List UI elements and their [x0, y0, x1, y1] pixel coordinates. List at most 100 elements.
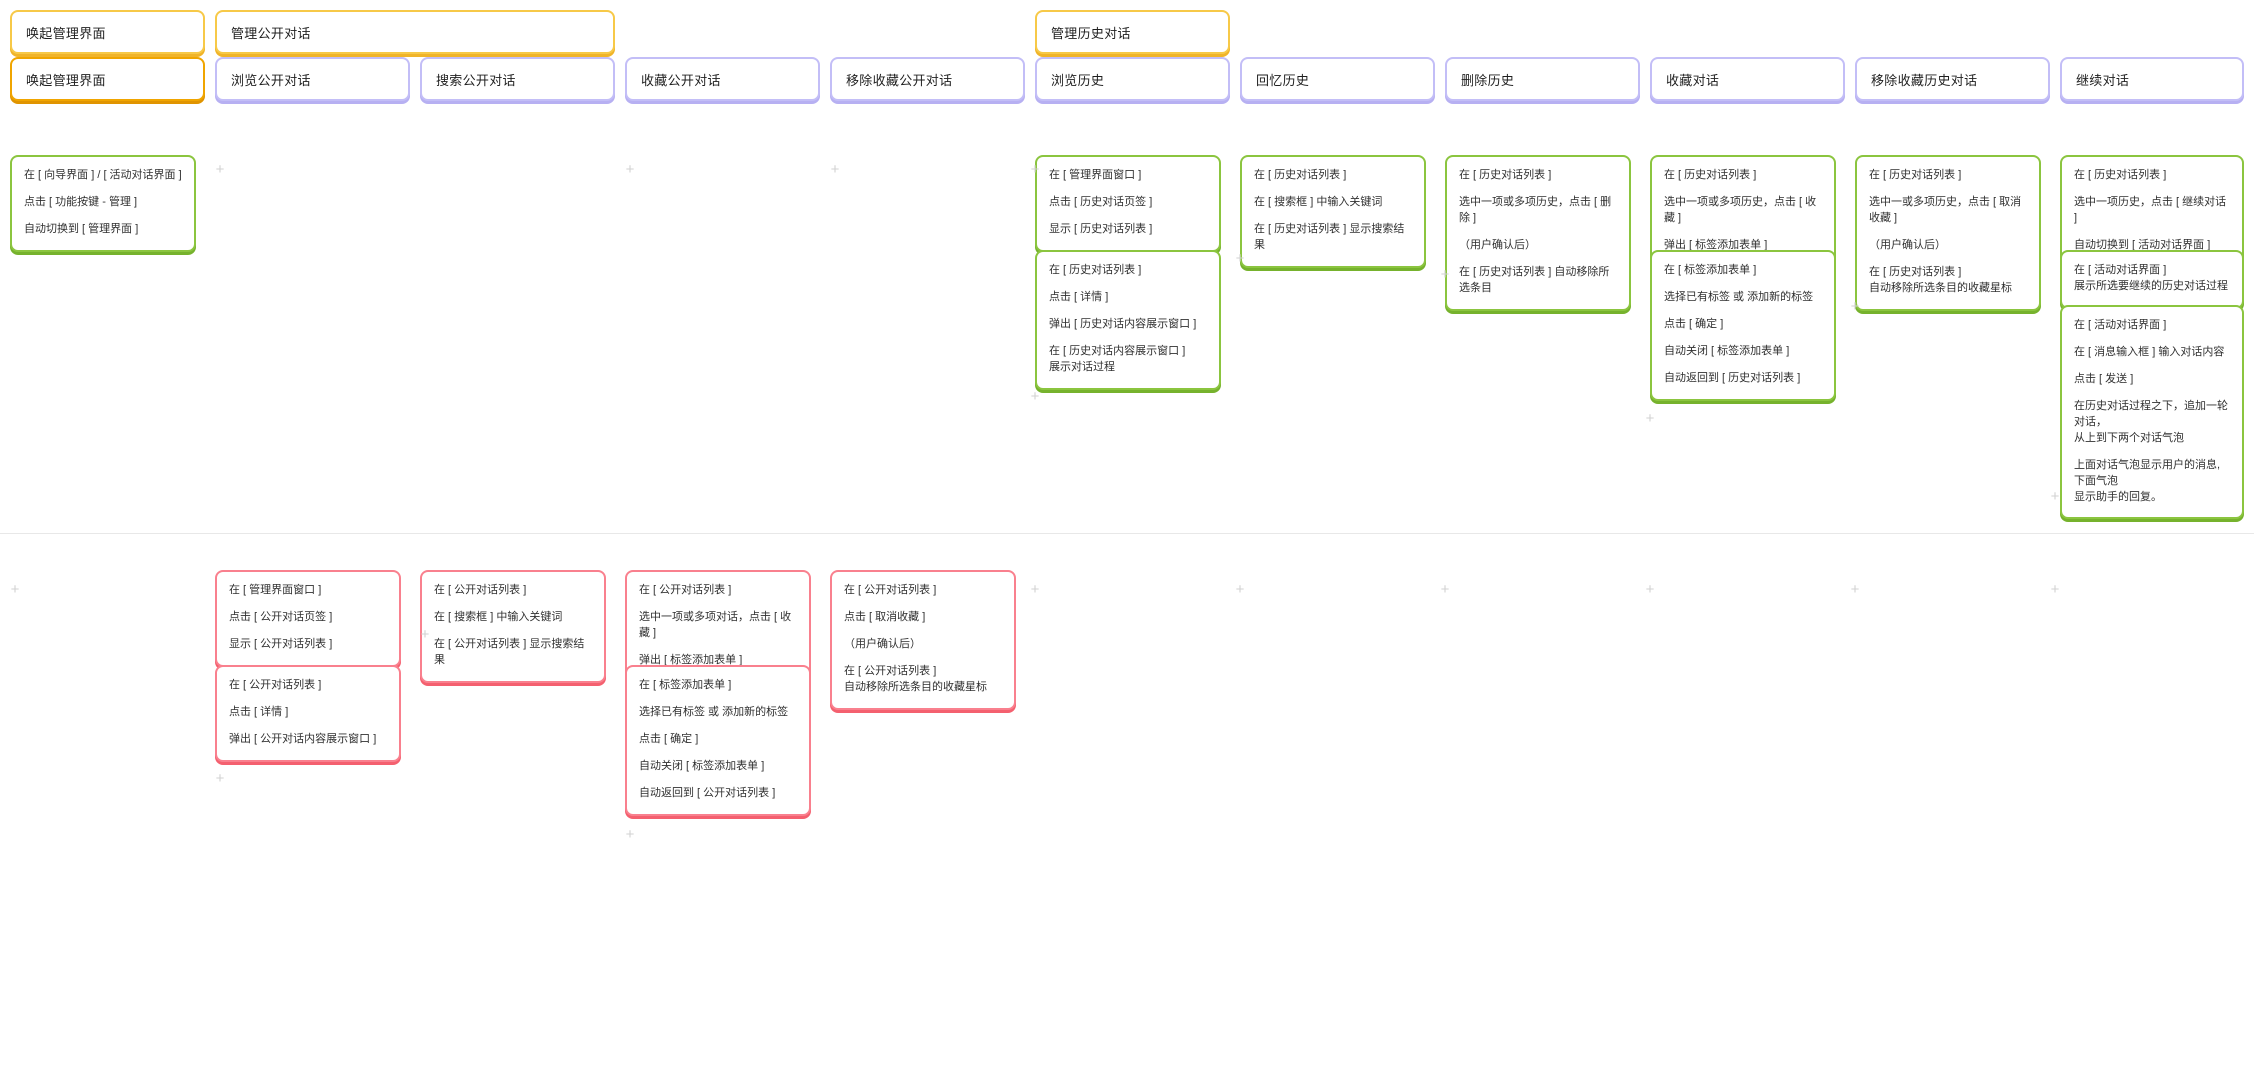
- add-card-plus-icon[interactable]: +: [420, 626, 430, 643]
- flow-card-line: 在 [ 历史对话列表 ]: [1869, 169, 1962, 181]
- step-chip[interactable]: 移除收藏历史对话: [1855, 57, 2050, 101]
- add-card-plus-icon[interactable]: +: [1850, 581, 1860, 598]
- flow-card[interactable]: 在 [ 公开对话列表 ]选中一项或多项对话，点击 [ 收藏 ]弹出 [ 标签添加…: [625, 570, 811, 683]
- flow-card-line: 在 [ 公开对话列表 ] 自动移除所选条目的收藏星标: [844, 664, 987, 693]
- flow-card-line: 在 [ 管理界面窗口 ]: [229, 584, 322, 596]
- step-chip[interactable]: 收藏公开对话: [625, 57, 820, 101]
- flow-card-line: 选中一项或多项对话，点击 [ 收藏 ]: [639, 610, 792, 639]
- step-chip[interactable]: 回忆历史: [1240, 57, 1435, 101]
- add-card-plus-icon[interactable]: +: [1030, 388, 1040, 405]
- flow-card-line: 选中一项或多项历史，点击 [ 删除 ]: [1459, 195, 1612, 224]
- step-chip[interactable]: 移除收藏公开对话: [830, 57, 1025, 101]
- add-card-plus-icon[interactable]: +: [2050, 488, 2060, 505]
- flow-card-line: 在 [ 公开对话列表 ]: [844, 584, 937, 596]
- flow-card-line: 点击 [ 发送 ]: [2074, 372, 2134, 385]
- add-card-plus-icon[interactable]: +: [1030, 161, 1040, 178]
- step-chip[interactable]: 搜索公开对话: [420, 57, 615, 101]
- flow-card-line: 选中一项历史，点击 [ 继续对话 ]: [2074, 195, 2227, 224]
- flow-card-line: 选中一项或多项历史，点击 [ 收藏 ]: [1664, 195, 1817, 224]
- add-card-plus-icon[interactable]: +: [215, 161, 225, 178]
- add-card-plus-icon[interactable]: +: [625, 826, 635, 843]
- lane-chip[interactable]: 唤起管理界面: [10, 10, 205, 54]
- flow-card-line: 在 [ 历史对话列表 ]: [1254, 169, 1347, 181]
- step-chip[interactable]: 收藏对话: [1650, 57, 1845, 101]
- flow-card-line: 上面对话气泡显示用户的消息,下面气泡 显示助手的回复。: [2074, 458, 2221, 503]
- flow-card-line: 选中一或多项历史，点击 [ 取消收藏 ]: [1869, 195, 2022, 224]
- add-card-plus-icon[interactable]: +: [1645, 581, 1655, 598]
- flow-card-line: 在 [ 历史对话列表 ] 自动移除所选条目的收藏星标: [1869, 265, 2012, 294]
- flow-card-line: 弹出 [ 公开对话内容展示窗口 ]: [229, 732, 377, 745]
- flow-card[interactable]: 在 [ 活动对话界面 ]在 [ 消息输入框 ] 输入对话内容点击 [ 发送 ]在…: [2060, 305, 2244, 520]
- flow-card-line: 在 [ 公开对话列表 ] 显示搜索结果: [434, 637, 585, 666]
- flow-card[interactable]: 在 [ 管理界面窗口 ]点击 [ 历史对话页签 ]显示 [ 历史对话列表 ]: [1035, 155, 1221, 252]
- flow-card-line: 在 [ 活动对话界面 ]: [2074, 319, 2167, 331]
- flow-card-line: 在 [ 标签添加表单 ]: [639, 679, 732, 691]
- flow-card-line: 自动关闭 [ 标签添加表单 ]: [1664, 344, 1790, 357]
- add-card-plus-icon[interactable]: +: [1235, 250, 1245, 267]
- flow-card-line: 在 [ 历史对话列表 ] 自动移除所选条目: [1459, 265, 1610, 294]
- flow-card[interactable]: 在 [ 公开对话列表 ] 点击 [ 取消收藏 ] （用户确认后） 在 [ 公开对话列表…: [830, 570, 1016, 710]
- flow-card-line: 点击 [ 公开对话页签 ]: [229, 610, 333, 623]
- flow-card-line: 点击 [ 取消收藏 ]: [844, 610, 926, 623]
- lane-chip[interactable]: 管理公开对话: [215, 10, 615, 54]
- flow-card-line: 自动关闭 [ 标签添加表单 ]: [639, 759, 765, 772]
- flow-card[interactable]: 在 [ 历史对话列表 ] 选中一或多项历史，点击 [ 取消收藏 ] （用户确认后） 在…: [1855, 155, 2041, 311]
- add-card-plus-icon[interactable]: +: [1440, 581, 1450, 598]
- lane-chip[interactable]: 管理历史对话: [1035, 10, 1230, 54]
- step-chip[interactable]: 唤起管理界面: [10, 57, 205, 101]
- flow-card-line: 在 [ 公开对话列表 ]: [639, 584, 732, 596]
- flow-card-line: 在 [ 历史对话内容展示窗口 ] 展示对话过程: [1049, 344, 1186, 373]
- add-card-plus-icon[interactable]: +: [10, 581, 20, 598]
- flow-card-line: 点击 [ 确定 ]: [639, 732, 699, 745]
- flow-card-line: 点击 [ 功能按键 - 管理 ]: [24, 195, 138, 208]
- add-card-plus-icon[interactable]: +: [1850, 298, 1860, 315]
- flow-card-line: 在历史对话过程之下，追加一轮对话， 从上到下两个对话气泡: [2074, 399, 2228, 444]
- flow-card-line: 在 [ 活动对话界面 ] 展示所选要继续的历史对话过程: [2074, 264, 2228, 292]
- flow-card[interactable]: 在 [ 公开对话列表 ] 点击 [ 详情 ] 弹出 [ 公开对话内容展示窗口 ]: [215, 665, 401, 762]
- flow-card[interactable]: 在 [ 历史对话列表 ]点击 [ 详情 ]弹出 [ 历史对话内容展示窗口 ]在 …: [1035, 250, 1221, 390]
- flow-card-line: 在 [ 标签添加表单 ]: [1664, 264, 1757, 276]
- flow-card-line: 自动切换到 [ 活动对话界面 ]: [2074, 238, 2211, 251]
- flow-card-line: 显示 [ 历史对话列表 ]: [1049, 222, 1153, 235]
- flow-card[interactable]: 在 [ 历史对话列表 ] 选中一项或多项历史，点击 [ 删除 ] （用户确认后） 在 …: [1445, 155, 1631, 311]
- flow-card[interactable]: 在 [ 公开对话列表 ]在 [ 搜索框 ] 中输入关键词在 [ 公开对话列表 ]…: [420, 570, 606, 683]
- flow-card-line: 在 [ 公开对话列表 ]: [229, 679, 322, 691]
- flow-card-line: 在 [ 历史对话列表 ]: [1459, 169, 1552, 181]
- flow-card[interactable]: 在 [ 历史对话列表 ]在 [ 搜索框 ] 中输入关键词在 [ 历史对话列表 ]…: [1240, 155, 1426, 268]
- add-card-plus-icon[interactable]: +: [1645, 410, 1655, 427]
- add-card-plus-icon[interactable]: +: [1030, 581, 1040, 598]
- add-card-plus-icon[interactable]: +: [2050, 581, 2060, 598]
- flow-card-line: 点击 [ 详情 ]: [229, 705, 289, 718]
- add-card-plus-icon[interactable]: +: [1440, 266, 1450, 283]
- flow-card-line: （用户确认后）: [1459, 238, 1536, 251]
- flow-card[interactable]: 在 [ 历史对话列表 ]选中一项或多项历史，点击 [ 收藏 ]弹出 [ 标签添加…: [1650, 155, 1836, 268]
- flow-card-line: 点击 [ 确定 ]: [1664, 317, 1724, 330]
- add-card-plus-icon[interactable]: +: [830, 161, 840, 178]
- flow-card-line: 在 [ 管理界面窗口 ]: [1049, 169, 1142, 181]
- flow-card[interactable]: 在 [ 标签添加表单 ]选择已有标签 或 添加新的标签点击 [ 确定 ]自动关闭…: [1650, 250, 1836, 401]
- flow-card-line: 在 [ 向导界面 ] / [ 活动对话界面 ]: [24, 169, 182, 181]
- flow-card[interactable]: 在 [ 管理界面窗口 ]点击 [ 公开对话页签 ]显示 [ 公开对话列表 ]: [215, 570, 401, 667]
- step-chip[interactable]: 删除历史: [1445, 57, 1640, 101]
- add-card-plus-icon[interactable]: +: [625, 161, 635, 178]
- flow-card-line: （用户确认后）: [844, 637, 921, 650]
- step-chip[interactable]: 继续对话: [2060, 57, 2244, 101]
- flow-card-line: 在 [ 历史对话列表 ]: [2074, 169, 2167, 181]
- step-chip[interactable]: 浏览历史: [1035, 57, 1230, 101]
- flow-card[interactable]: 在 [ 标签添加表单 ] 选择已有标签 或 添加新的标签点击 [ 确定 ] 自动关闭…: [625, 665, 811, 816]
- flow-card[interactable]: 在 [ 向导界面 ] / [ 活动对话界面 ]点击 [ 功能按键 - 管理 ]自…: [10, 155, 196, 252]
- section-divider: [0, 533, 2254, 534]
- step-chip[interactable]: 浏览公开对话: [215, 57, 410, 101]
- flow-card-line: 在 [ 历史对话列表 ] 显示搜索结果: [1254, 222, 1405, 251]
- flow-card-line: 自动返回到 [ 公开对话列表 ]: [639, 786, 776, 799]
- flow-card-line: 在 [ 搜索框 ] 中输入关键词: [434, 610, 563, 623]
- add-card-plus-icon[interactable]: +: [215, 770, 225, 787]
- add-card-plus-icon[interactable]: +: [1235, 581, 1245, 598]
- flow-card-line: 弹出 [ 历史对话内容展示窗口 ]: [1049, 317, 1197, 330]
- flow-card-line: （用户确认后）: [1869, 238, 1946, 251]
- flow-card-line: 选择已有标签 或 添加新的标签: [639, 705, 789, 718]
- flow-card-line: 在 [ 历史对话列表 ]: [1664, 169, 1757, 181]
- flow-card[interactable]: 在 [ 活动对话界面 ] 展示所选要继续的历史对话过程: [2060, 250, 2244, 309]
- flow-card[interactable]: 在 [ 历史对话列表 ] 选中一项历史，点击 [ 继续对话 ] 自动切换到 [ 活动…: [2060, 155, 2244, 268]
